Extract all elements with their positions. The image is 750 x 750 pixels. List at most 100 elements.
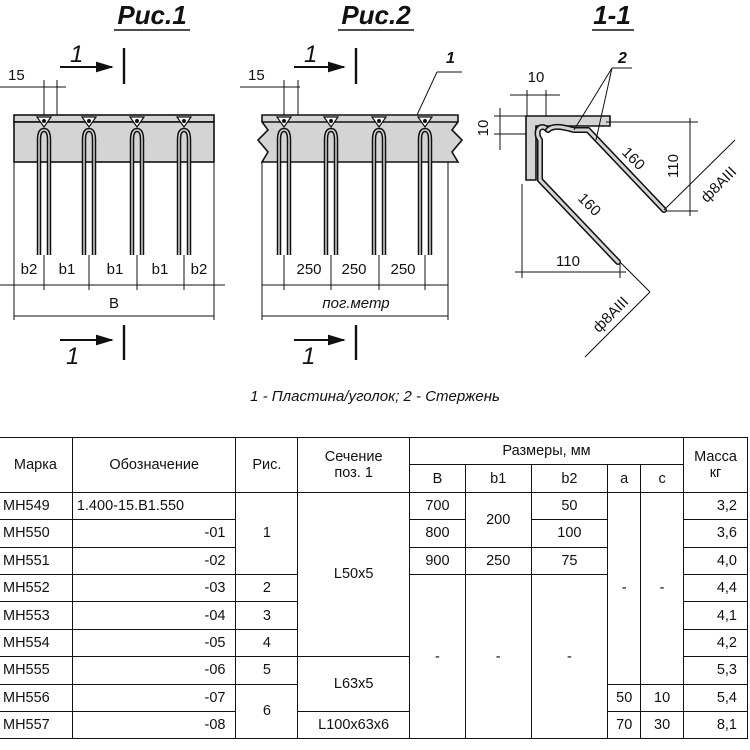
fig-cell: 1 — [235, 491, 299, 575]
mark-cell: МН552 — [0, 573, 73, 603]
fig1-title: Рис.1 — [117, 0, 186, 30]
fig1-drawing: 1 15 b2 b1 b1 b1 b2 B 1 — [0, 41, 225, 370]
mass-cell: 5,4 — [683, 683, 748, 712]
section-cell: L63x5 — [297, 656, 411, 712]
mass-cell: 8,1 — [683, 710, 748, 740]
legend: 1 - Пластина/уголок; 2 - Стержень — [250, 388, 500, 405]
table-row: МН554 -05 4 4,2 — [0, 628, 748, 658]
c-cell: 10 — [640, 683, 685, 712]
b1-cell: 200 — [464, 491, 532, 548]
section-cell: L100x63x6 — [297, 710, 411, 740]
section-title: 1-1 — [593, 0, 631, 30]
fig-cell: 3 — [235, 601, 299, 630]
header-mass-line2: кг — [709, 464, 722, 481]
fig1-edge-dim: 15 — [8, 67, 25, 84]
designation-cell: 1.400-15.В1.550 — [71, 491, 237, 521]
designation-cell: -02 — [71, 546, 237, 575]
fig2-spacing-2: 250 — [341, 261, 366, 278]
fig2-length-label: пог.метр — [322, 295, 389, 312]
technical-drawing: Рис.1 Рис.2 1-1 1 15 b2 b1 b1 b1 b2 B 1 — [0, 0, 741, 370]
fig2-rod — [275, 116, 293, 290]
designation-cell: -06 — [71, 656, 237, 685]
fig1-rod — [80, 116, 98, 290]
fig2-cut-mark-bottom: 1 — [302, 343, 315, 370]
a-cell: 50 — [607, 683, 642, 712]
mass-cell: 4,0 — [683, 546, 748, 575]
header-section-line2: поз. 1 — [334, 464, 373, 481]
mark-cell: МН551 — [0, 546, 73, 575]
fig1-rod — [35, 116, 53, 290]
fig2-rod — [322, 116, 340, 290]
mass-cell: 5,3 — [683, 656, 748, 685]
mass-cell: 4,2 — [683, 628, 748, 658]
fig2-spacing-3: 250 — [390, 261, 415, 278]
a-cell: - — [607, 491, 642, 685]
header-fig: Рис. — [235, 437, 299, 493]
section-drawing: 10 10 2 160 160 110 110 — [475, 50, 741, 358]
designation-cell: -07 — [71, 683, 237, 712]
section-callout-2: 2 — [617, 50, 627, 67]
B-cell: 700 — [409, 491, 466, 521]
fig-cell: 2 — [235, 573, 299, 603]
a-cell: 70 — [607, 710, 642, 740]
table-row: МН556 -07 6 50 10 5,4 — [0, 683, 748, 740]
header-designation: Обозначение — [71, 437, 237, 493]
section-right-110: 110 — [665, 154, 682, 178]
header-B: B — [409, 464, 466, 493]
b2-cell: 50 — [530, 491, 609, 521]
fig2-spacing-1: 250 — [296, 261, 321, 278]
section-cell: L50x5 — [297, 491, 411, 658]
fig1-spacing-2: b1 — [59, 261, 76, 278]
fig-cell: 5 — [235, 656, 299, 685]
fig1-cut-mark-top: 1 — [70, 41, 83, 68]
mark-cell: МН553 — [0, 601, 73, 630]
b1-cell: - — [464, 573, 532, 740]
fig1-spacing-5: b2 — [191, 261, 208, 278]
header-a: a — [607, 464, 642, 493]
table-row: МН557 -08 L100x63x6 70 30 8,1 — [0, 710, 748, 740]
header-sizes: Размеры, мм — [409, 436, 685, 466]
mark-cell: МН550 — [0, 519, 73, 548]
table-row: МН549 1.400-15.В1.550 1 L50x5 700 200 50… — [0, 491, 748, 685]
section-rebar-a: ф8АIII — [698, 164, 741, 207]
B-cell: - — [409, 573, 466, 740]
header-mass-line1: Масса — [694, 448, 737, 465]
fig2-title: Рис.2 — [341, 0, 411, 30]
header-b2: b2 — [530, 464, 609, 493]
designation-cell: -04 — [71, 601, 237, 630]
fig2-callout-1: 1 — [446, 50, 455, 67]
b2-cell: 100 — [530, 519, 609, 548]
mark-cell: МН549 — [0, 491, 73, 521]
table-row: МН552 -03 2 - - - 4,4 — [0, 573, 748, 740]
header-mark: Марка — [0, 437, 73, 493]
fig1-rod — [128, 116, 146, 290]
designation-cell: -03 — [71, 573, 237, 603]
header-section-line1: Сечение — [324, 448, 383, 465]
b2-cell: - — [530, 573, 609, 740]
fig1-spacing-3: b1 — [107, 261, 124, 278]
mark-cell: МН554 — [0, 628, 73, 658]
section-rebar-b: ф8АIII — [590, 294, 633, 337]
mark-cell: МН556 — [0, 683, 73, 712]
mass-cell: 3,2 — [683, 491, 748, 521]
table-row: МН555 -06 5 L63x5 5,3 — [0, 656, 748, 712]
fig-cell: 4 — [235, 628, 299, 658]
header-b1: b1 — [464, 464, 532, 493]
mass-cell: 4,1 — [683, 601, 748, 630]
b1-cell: 250 — [464, 546, 532, 575]
fig1-cut-mark-bottom: 1 — [66, 343, 79, 370]
fig1-spacing-4: b1 — [152, 261, 169, 278]
mark-cell: МН557 — [0, 710, 73, 740]
table-row: МН551 -02 900 250 75 4,0 — [0, 546, 748, 575]
mark-cell: МН555 — [0, 656, 73, 685]
section-top-10: 10 — [528, 69, 545, 86]
table-row: МН550 -01 800 100 3,6 — [0, 519, 748, 548]
fig2-cut-mark-top: 1 — [304, 41, 317, 68]
mass-cell: 4,4 — [683, 573, 748, 603]
c-cell: - — [640, 491, 685, 685]
section-bottom-110: 110 — [556, 253, 580, 270]
fig1-rod — [175, 116, 193, 290]
